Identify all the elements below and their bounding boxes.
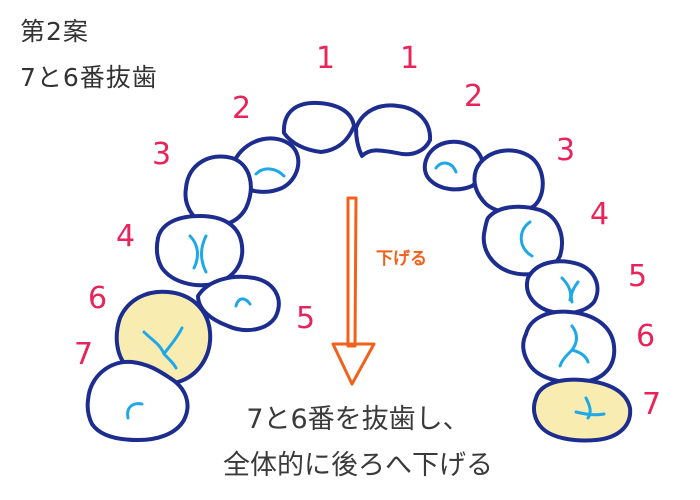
mark-left-6	[142, 326, 184, 370]
tooth-right-3	[472, 148, 545, 215]
number-left-5: 5	[296, 301, 315, 336]
mark-right-2	[434, 161, 458, 174]
number-left-7: 7	[74, 337, 93, 372]
mark-left-7	[126, 402, 144, 420]
down-arrow-icon	[331, 196, 376, 386]
plan-title: 第2案	[20, 17, 89, 46]
number-right-4: 4	[590, 197, 609, 232]
mark-right-7	[574, 396, 606, 420]
number-right-7: 7	[642, 387, 661, 422]
mark-right-3	[519, 220, 534, 258]
number-left-6: 6	[88, 281, 107, 316]
tooth-left-7	[85, 359, 190, 442]
caption-line-2: 全体的に後ろへ下げる	[223, 450, 493, 481]
mark-left-2	[254, 167, 286, 178]
tooth-right-7-extracted	[532, 377, 633, 443]
number-right-5: 5	[628, 259, 647, 294]
plan-subtitle: 7と6番抜歯	[20, 63, 158, 92]
mark-right-6	[558, 324, 590, 368]
number-left-3: 3	[152, 137, 171, 172]
number-left-2: 2	[232, 91, 251, 126]
tooth-left-3	[183, 154, 253, 228]
tooth-right-6	[521, 309, 617, 385]
number-right-1: 1	[400, 41, 419, 76]
mark-left-5	[234, 297, 252, 308]
tooth-right-5	[525, 259, 600, 316]
number-left-1: 1	[316, 41, 335, 76]
number-right-2: 2	[464, 79, 483, 114]
mark-left-4	[188, 234, 208, 274]
number-right-6: 6	[636, 319, 655, 354]
tooth-left-1	[281, 100, 356, 154]
mark-right-5	[560, 276, 580, 304]
arrow-label: 下げる	[376, 249, 427, 269]
caption-line-1: 7と6番を抜歯し、	[246, 404, 469, 435]
number-right-3: 3	[556, 133, 575, 168]
number-left-4: 4	[116, 219, 135, 254]
tooth-left-4	[154, 214, 245, 288]
tooth-right-1	[354, 103, 433, 158]
